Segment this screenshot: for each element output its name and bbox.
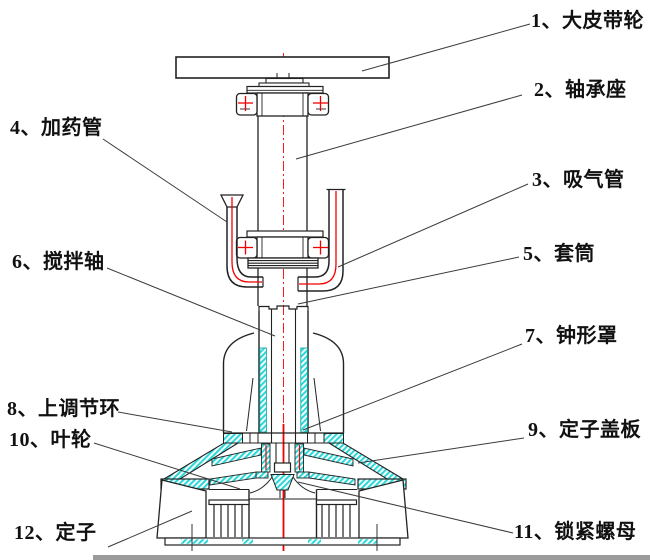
stator <box>156 479 409 551</box>
leader-11 <box>297 481 514 534</box>
leader-lines <box>93 23 531 548</box>
part-label-1: 1、大皮带轮 <box>531 10 644 32</box>
coupling-plate-stack <box>247 257 319 269</box>
bottom-edge-bar <box>93 555 650 560</box>
stator-skirt-left <box>156 479 207 539</box>
part-label-10: 10、叶轮 <box>9 429 92 451</box>
leader-8 <box>117 411 233 433</box>
leader-6 <box>106 267 276 337</box>
part-label-6: 6、搅拌轴 <box>12 251 105 273</box>
impeller <box>209 443 356 494</box>
suction-pipe <box>297 188 346 292</box>
part-label-12: 12、定子 <box>14 522 97 544</box>
bolt-cross-marks <box>238 96 328 111</box>
bearing-seat-lower <box>235 230 330 269</box>
part-label-3: 3、吸气管 <box>532 169 625 191</box>
bearing-seat-upper <box>235 85 330 117</box>
part-label-5: 5、套筒 <box>523 243 595 265</box>
pulley-shape <box>175 56 390 88</box>
lock-nut <box>270 462 295 498</box>
leader-1 <box>361 23 531 72</box>
dosing-pipe <box>219 194 264 288</box>
leader-5 <box>297 256 520 305</box>
part-label-4: 4、加药管 <box>10 117 103 139</box>
leader-2 <box>295 94 523 160</box>
stator-vane-slots <box>213 504 351 537</box>
shaft-housing-tube <box>257 116 308 306</box>
leader-3 <box>337 183 529 268</box>
part-label-8: 8、上调节环 <box>7 398 120 420</box>
leader-9 <box>357 437 525 464</box>
part-label-2: 2、轴承座 <box>534 79 627 101</box>
base-flange <box>164 537 401 546</box>
part-label-11: 11、锁紧螺母 <box>514 521 637 543</box>
leader-4 <box>102 138 228 223</box>
leader-7 <box>302 343 523 431</box>
sleeve-and-shaft <box>258 305 309 443</box>
part-label-7: 7、钟形罩 <box>525 325 618 347</box>
leader-12 <box>107 510 193 548</box>
leader-10 <box>93 442 241 490</box>
stator-skirt-right <box>358 479 409 539</box>
part-label-9: 9、定子盖板 <box>528 419 641 441</box>
